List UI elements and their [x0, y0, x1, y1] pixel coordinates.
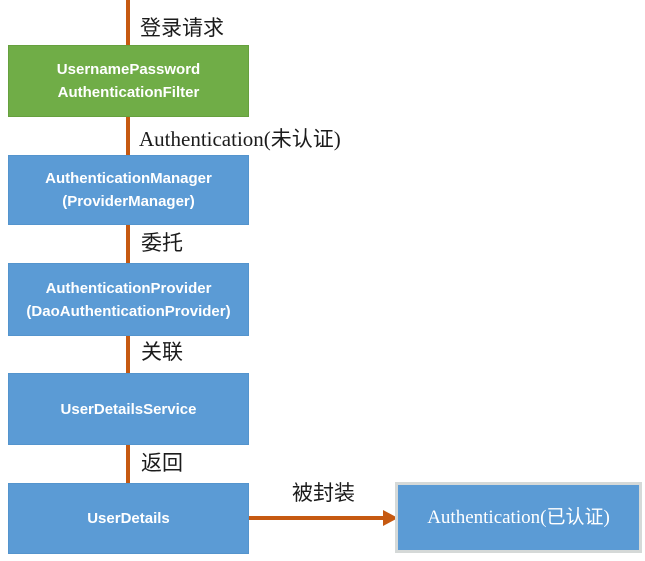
- edge-label-login-request: 登录请求: [140, 16, 224, 40]
- node-label-line: UserDetails: [87, 510, 170, 527]
- node-label-line: AuthenticationFilter: [57, 84, 200, 101]
- node-authentication-manager: AuthenticationManager (ProviderManager): [8, 155, 249, 225]
- node-authentication-provider: AuthenticationProvider (DaoAuthenticatio…: [8, 263, 249, 336]
- node-label-line: (DaoAuthenticationProvider): [26, 302, 231, 320]
- connector-userdetails-to-authentication: [249, 516, 383, 520]
- edge-label-authentication-unauthenticated: Authentication(未认证): [139, 127, 341, 151]
- connector-filter-to-manager: [126, 117, 130, 155]
- connector-service-to-userdetails: [126, 445, 130, 483]
- edge-label-associate: 关联: [141, 340, 183, 364]
- node-username-password-authentication-filter: UsernamePassword AuthenticationFilter: [8, 45, 249, 117]
- node-user-details-service: UserDetailsService: [8, 373, 249, 445]
- node-label-line: AuthenticationProvider: [45, 279, 212, 297]
- node-label-line: AuthenticationManager: [45, 170, 212, 187]
- connector-manager-to-provider: [126, 225, 130, 263]
- edge-label-return: 返回: [141, 451, 183, 475]
- node-authentication-authenticated: Authentication(已认证): [395, 482, 642, 553]
- node-label-line: (ProviderManager): [62, 193, 195, 210]
- node-label-line: Authentication(已认证): [427, 507, 610, 528]
- edge-label-delegate: 委托: [141, 231, 183, 255]
- edge-label-encapsulated: 被封装: [292, 481, 355, 505]
- arrowhead-icon: [383, 510, 398, 526]
- node-label-line: UsernamePassword: [56, 61, 201, 78]
- node-user-details: UserDetails: [8, 483, 249, 554]
- connector-login-request: [126, 0, 130, 45]
- connector-provider-to-service: [126, 336, 130, 373]
- node-label-line: UserDetailsService: [60, 400, 197, 418]
